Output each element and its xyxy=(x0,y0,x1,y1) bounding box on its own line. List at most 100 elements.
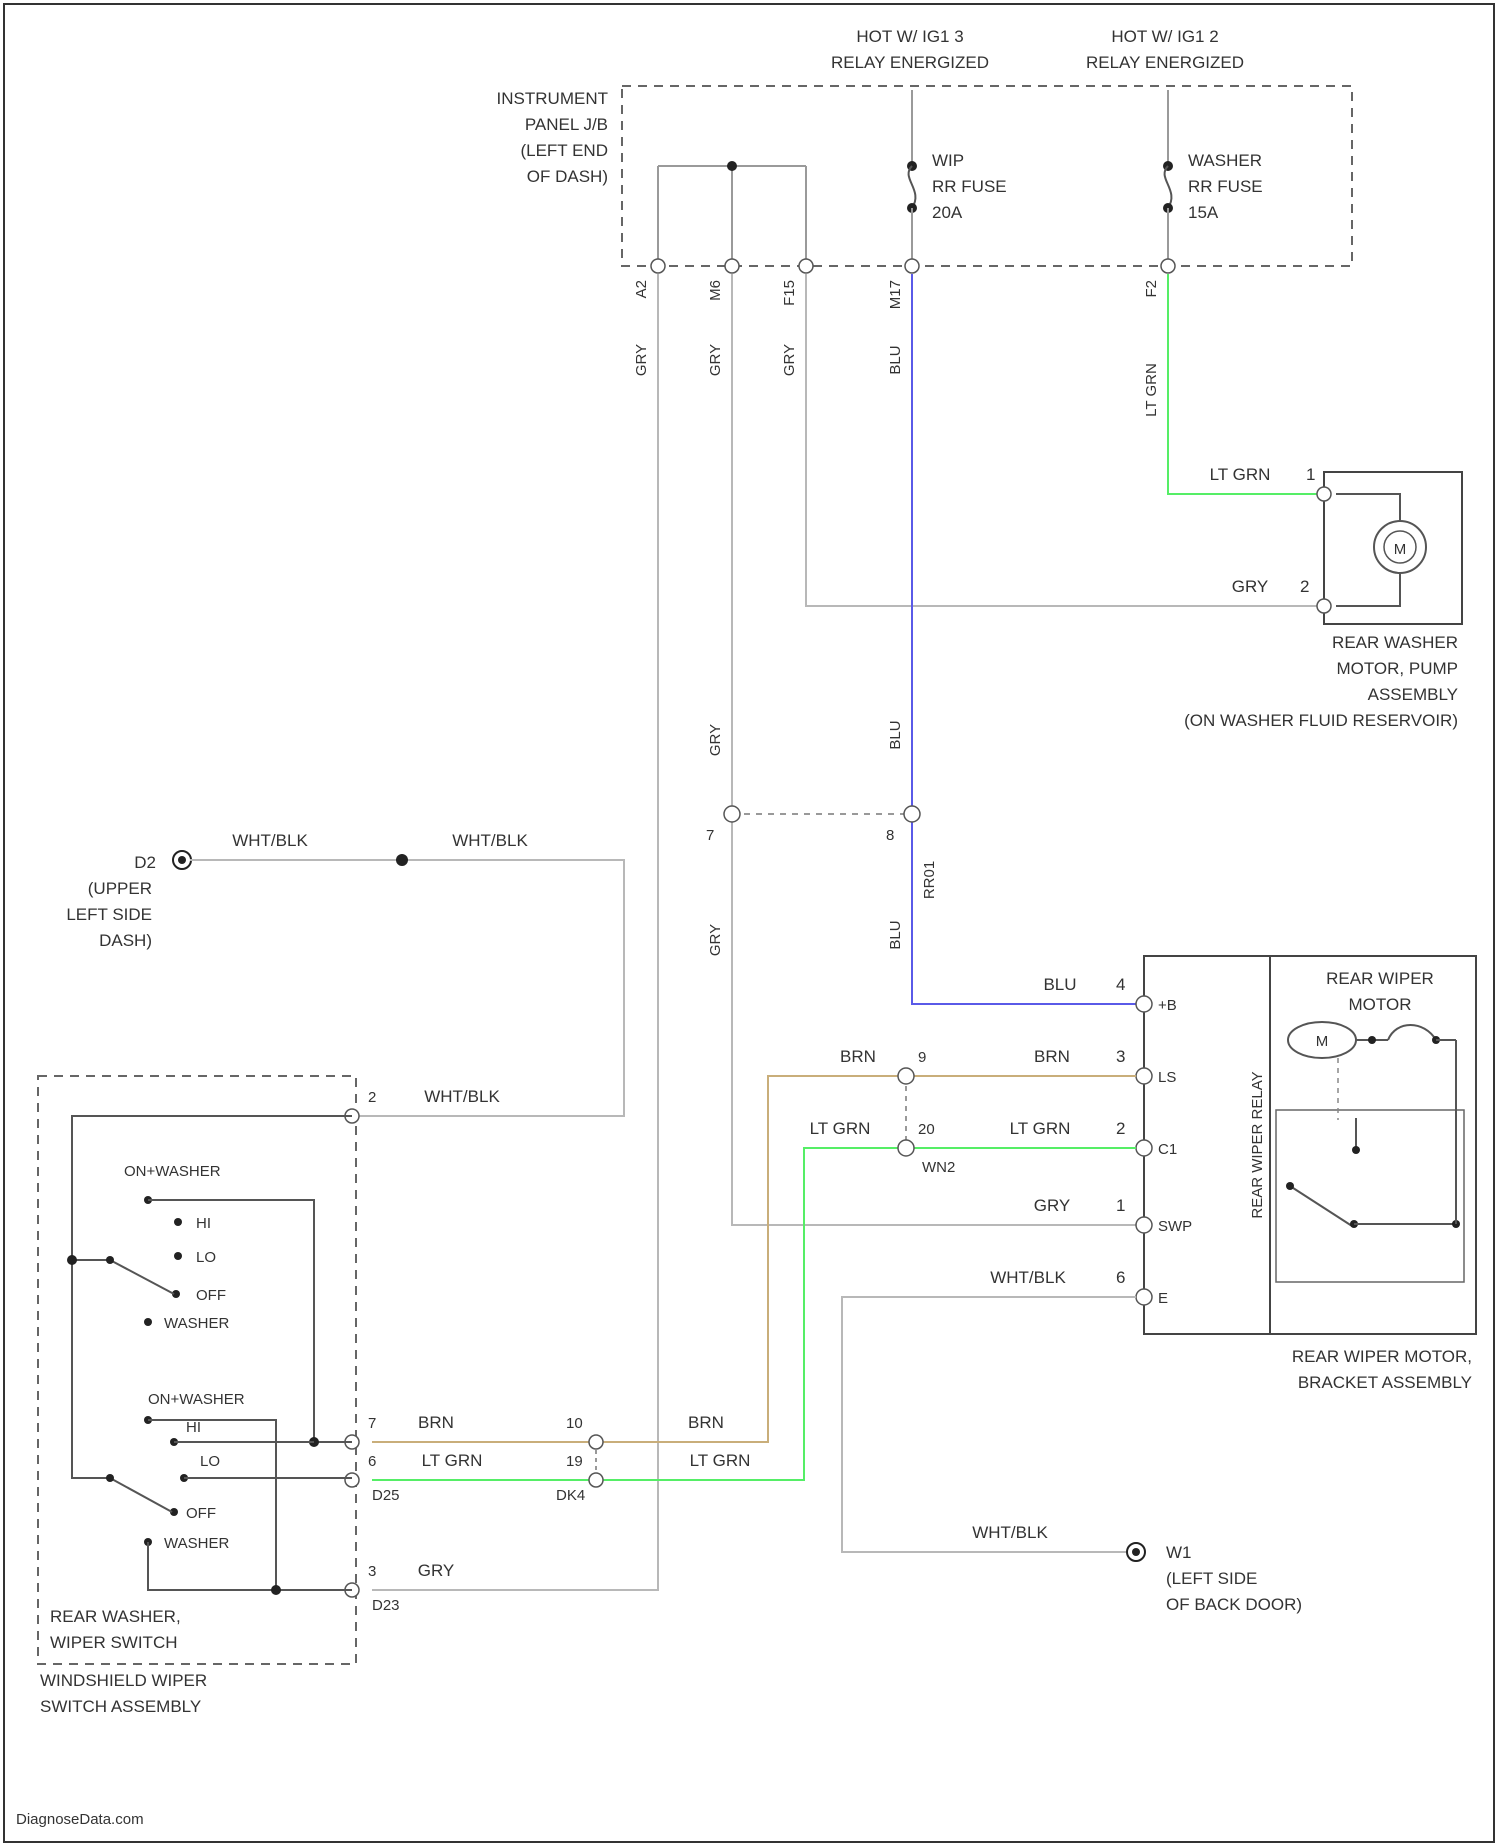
wire-f2-label-b: LT GRN xyxy=(1210,465,1271,484)
wire-e-whtblk-label: WHT/BLK xyxy=(990,1268,1066,1287)
ground-d2-label-1: (UPPER xyxy=(88,879,152,898)
connector-rr01-pin7 xyxy=(724,806,740,822)
wire-f15-label: GRY xyxy=(781,344,798,376)
switch-internal-wiring xyxy=(67,1116,352,1595)
rw-term-ls: LS xyxy=(1158,1069,1176,1086)
ipjb-label-3: (LEFT END xyxy=(520,141,608,160)
hot2-label-line2: RELAY ENERGIZED xyxy=(1086,53,1244,72)
wire-m6-label-c: GRY xyxy=(707,924,724,956)
switch-conn-b: D23 xyxy=(372,1597,400,1614)
ipjb-label-2: PANEL J/B xyxy=(525,115,608,134)
rw-asm-label-1: REAR WIPER MOTOR, xyxy=(1292,1347,1472,1366)
inline-wn2-name: WN2 xyxy=(922,1159,955,1176)
ground-w1-id: W1 xyxy=(1166,1543,1192,1562)
switch-off-2: OFF xyxy=(186,1505,216,1522)
switch-off-1: OFF xyxy=(196,1287,226,1304)
switch-group1-label: ON+WASHER xyxy=(124,1163,221,1180)
wire-brn-label-c: BRN xyxy=(688,1413,724,1432)
washer-motor-symbol xyxy=(1336,494,1426,606)
wire-brn-label-a: BRN xyxy=(840,1047,876,1066)
wire-m6-gry xyxy=(732,274,1136,1225)
switch-group2-label: ON+WASHER xyxy=(148,1391,245,1408)
switch-pin6: 6 xyxy=(368,1453,376,1470)
ipjb-label-1: INSTRUMENT xyxy=(497,89,608,108)
washer-motor-label-4: (ON WASHER FLUID RESERVOIR) xyxy=(1184,711,1458,730)
fuse1-label-2: RR FUSE xyxy=(932,177,1007,196)
wire-ltgrn-label-a: LT GRN xyxy=(810,1119,871,1138)
connector-rr01-pin8 xyxy=(904,806,920,822)
inline-wn2-9: 9 xyxy=(918,1049,926,1066)
wire-m17-blu xyxy=(912,274,1136,1004)
fuse1-label-3: 20A xyxy=(932,203,963,222)
switch-washer-1: WASHER xyxy=(164,1315,229,1332)
wire-d2-label-a: WHT/BLK xyxy=(232,831,308,850)
hot1-label-line1: HOT W/ IG1 3 xyxy=(856,27,963,46)
washer-motor-label-2: MOTOR, PUMP xyxy=(1336,659,1458,678)
rw-pin2: 2 xyxy=(1116,1119,1125,1138)
ground-w1-label-1: (LEFT SIDE xyxy=(1166,1569,1257,1588)
washer-motor-pin1 xyxy=(1317,487,1331,501)
jb-internal-bus xyxy=(658,161,806,262)
wire-m6-label-b: GRY xyxy=(707,724,724,756)
inline-wn2-pin9 xyxy=(898,1068,914,1084)
rw-asm-label-2: BRACKET ASSEMBLY xyxy=(1298,1373,1472,1392)
inline-dk4-pin19 xyxy=(589,1473,603,1487)
pin-a2: A2 xyxy=(633,280,650,298)
switch-label-4: SWITCH ASSEMBLY xyxy=(40,1697,201,1716)
footer-watermark: DiagnoseData.com xyxy=(16,1811,144,1828)
inline-dk4-pin10 xyxy=(589,1435,603,1449)
switch-label-2: WIPER SWITCH xyxy=(50,1633,178,1652)
switch-label-1: REAR WASHER, xyxy=(50,1607,181,1626)
rw-term-e: E xyxy=(1158,1290,1168,1307)
inline-wn2-pin20 xyxy=(898,1140,914,1156)
switch-wire-gry-label: GRY xyxy=(418,1561,455,1580)
rw-pin3: 3 xyxy=(1116,1047,1125,1066)
wire-d2-whtblk xyxy=(190,860,624,1116)
rear-wiper-motor-symbol xyxy=(1288,1022,1456,1058)
switch-lo-1: LO xyxy=(196,1249,216,1266)
rw-term-swp: SWP xyxy=(1158,1218,1192,1235)
inline-wn2-20: 20 xyxy=(918,1121,935,1138)
switch-wire-brn-label: BRN xyxy=(418,1413,454,1432)
washer-motor-pin2-label: 2 xyxy=(1300,577,1309,596)
ground-d2-id: D2 xyxy=(134,853,156,872)
wire-ltgrn-label-c: LT GRN xyxy=(690,1451,751,1470)
fuse1-label-1: WIP xyxy=(932,151,964,170)
ground-d2-symbol xyxy=(173,851,191,869)
rw-motor-label-2: MOTOR xyxy=(1349,995,1412,1014)
wire-a2-gry xyxy=(372,274,658,1590)
inline-dk4-name: DK4 xyxy=(556,1487,585,1504)
pin-m6: M6 xyxy=(707,280,724,301)
rw-pin6: 6 xyxy=(1116,1268,1125,1287)
wire-d2-label-b: WHT/BLK xyxy=(452,831,528,850)
ground-d2-label-3: DASH) xyxy=(99,931,152,950)
washer-motor-label-1: REAR WASHER xyxy=(1332,633,1458,652)
rear-wiper-relay-switch xyxy=(1276,1040,1464,1282)
wire-f2-label-a: LT GRN xyxy=(1143,363,1160,417)
rw-term-c1: C1 xyxy=(1158,1141,1177,1158)
switch-wire-ltgrn-label: LT GRN xyxy=(422,1451,483,1470)
switch-lo-2: LO xyxy=(200,1453,220,1470)
wire-f15-gry xyxy=(806,274,1324,606)
switch-pin2: 2 xyxy=(368,1089,376,1106)
switch-pin3: 3 xyxy=(368,1563,376,1580)
ground-w1-symbol xyxy=(1127,1543,1145,1561)
washer-motor-pin2 xyxy=(1317,599,1331,613)
wire-m17-label-a: BLU xyxy=(887,345,904,374)
wire-m6-label-a: GRY xyxy=(707,344,724,376)
washer-motor-label-3: ASSEMBLY xyxy=(1368,685,1458,704)
ipjb-label-4: OF DASH) xyxy=(527,167,608,186)
rw-pin4: 4 xyxy=(1116,975,1125,994)
washer-motor-m-symbol: M xyxy=(1394,541,1407,558)
rw-term-b: +B xyxy=(1158,997,1177,1014)
rear-wiper-assembly-box xyxy=(1144,956,1476,1334)
switch-hi-1: HI xyxy=(196,1215,211,1232)
rw-motor-label-1: REAR WIPER xyxy=(1326,969,1434,988)
wire-m17-label-d: BLU xyxy=(1043,975,1076,994)
wire-f2-ltgrn xyxy=(1168,274,1324,494)
wire-brn-label-b: BRN xyxy=(1034,1047,1070,1066)
fuse2-label-2: RR FUSE xyxy=(1188,177,1263,196)
page-border xyxy=(4,4,1494,1842)
switch-label-3: WINDSHIELD WIPER xyxy=(40,1671,207,1690)
